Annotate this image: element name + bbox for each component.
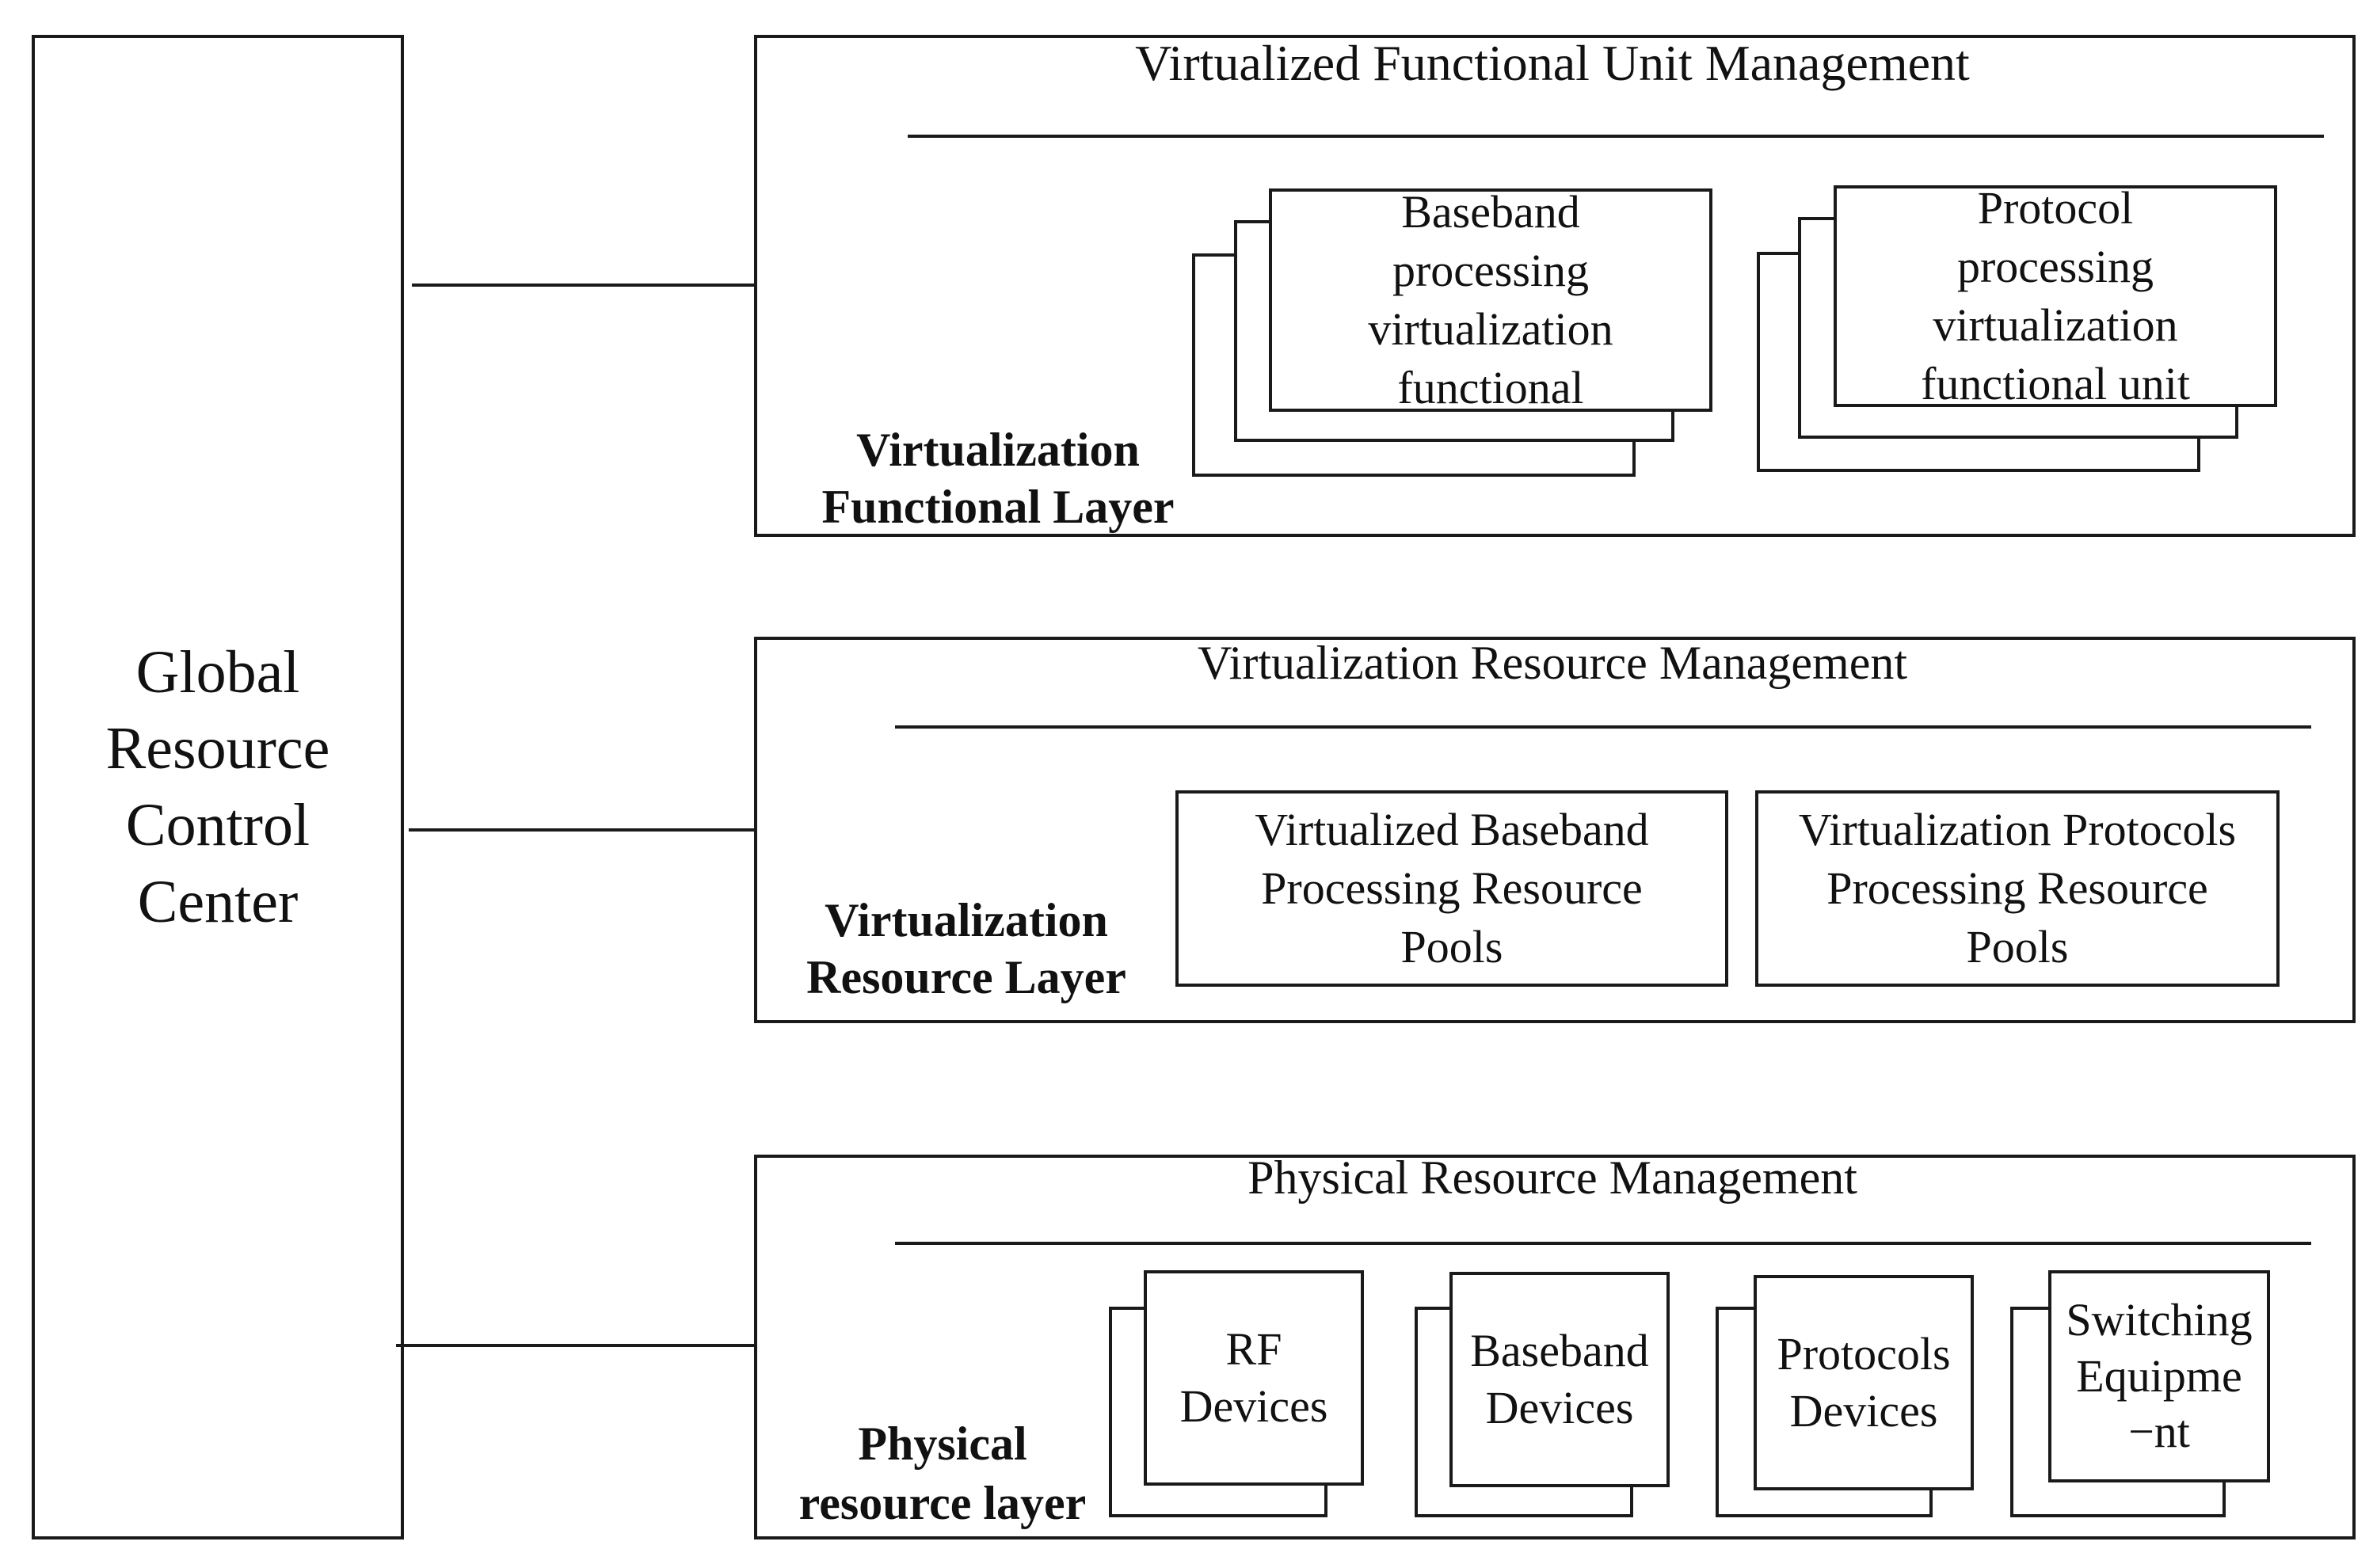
virtualization-protocols-resource-pools: Virtualization Protocols Processing Reso… [1755,790,2280,987]
baseband-devices-box: Baseband Devices [1449,1272,1670,1487]
physical-layer-label: Physical resource layer [798,1418,1087,1529]
rf-devices-box: RF Devices [1144,1270,1364,1486]
virtualized-baseband-resource-pools-label: Virtualized Baseband Processing Resource… [1255,803,1649,973]
global-resource-control-center-box: Global Resource Control Center [32,35,404,1539]
virtualized-baseband-resource-pools: Virtualized Baseband Processing Resource… [1175,790,1728,987]
resource-layer-label: Virtualization Resource Layer [806,894,1126,1003]
switching-equipment-label: Switching Equipme −nt [2066,1293,2253,1458]
physical-layer-title-divider [895,1242,2311,1245]
protocols-devices-box: Protocols Devices [1754,1275,1974,1490]
functional-layer-management-title: Virtualized Functional Unit Management [1135,35,1970,91]
resource-layer-management-title: Virtualization Resource Management [1197,637,1908,689]
protocol-processing-virtualization-unit: Protocol processing virtualization funct… [1834,185,2277,407]
global-resource-control-center-label: Global Resource Control Center [105,638,330,935]
connector-line-functional [412,284,757,287]
protocols-devices-label: Protocols Devices [1777,1327,1951,1437]
connector-line-resource [409,828,757,832]
rf-devices-label: RF Devices [1179,1323,1328,1433]
connector-line-physical [396,1344,757,1347]
baseband-processing-virtualization-unit-label: Baseband processing virtualization funct… [1368,188,1613,412]
physical-layer-management-title: Physical Resource Management [1247,1151,1857,1204]
functional-layer-label: Virtualization Functional Layer [821,424,1175,533]
resource-layer-title-divider [895,725,2311,729]
protocol-processing-virtualization-unit-label: Protocol processing virtualization funct… [1921,185,2190,407]
virtualization-protocols-resource-pools-label: Virtualization Protocols Processing Reso… [1798,803,2237,973]
functional-layer-title-divider [908,135,2324,138]
switching-equipment-box: Switching Equipme −nt [2048,1270,2270,1482]
baseband-processing-virtualization-unit: Baseband processing virtualization funct… [1269,188,1712,412]
baseband-devices-label: Baseband Devices [1470,1324,1649,1434]
